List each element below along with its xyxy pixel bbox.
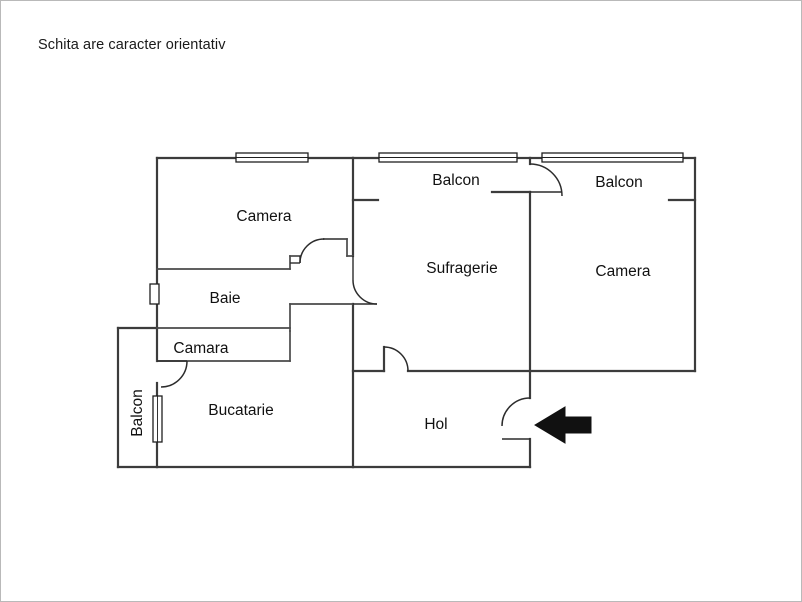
door-camera-left (299, 238, 325, 264)
entrance-arrow (534, 406, 592, 444)
door-entrance (501, 397, 531, 427)
room-label-bucatarie: Bucatarie (208, 402, 273, 419)
window-group (149, 152, 684, 443)
door-group (157, 163, 563, 440)
door-balcon-right (529, 163, 563, 197)
door-baie (352, 279, 378, 305)
wall-group-inner (156, 238, 354, 362)
room-label-camera-right: Camera (595, 263, 651, 280)
window-balcon-right (541, 152, 684, 163)
window-balcon-left-door (152, 395, 163, 443)
room-label-balcon-right: Balcon (595, 174, 642, 191)
room-label-balcon-center: Balcon (432, 172, 479, 189)
room-label-camara: Camara (173, 340, 229, 357)
wall-group-outer (116, 156, 532, 469)
door-balcon-left-swing (160, 360, 188, 388)
wall-group-right (528, 156, 697, 373)
room-label-hol: Hol (424, 416, 447, 433)
door-sufragerie-hol (383, 346, 409, 372)
window-baie (149, 283, 160, 305)
window-balcon-center (378, 152, 518, 163)
room-label-balcon-left: Balcon (129, 389, 146, 436)
window-camera-left (235, 152, 309, 163)
room-label-sufragerie: Sufragerie (426, 260, 498, 277)
room-label-camera-left: Camera (236, 208, 292, 225)
wall-group-center (351, 156, 532, 469)
room-label-baie: Baie (209, 290, 240, 307)
page-caption: Schita are caracter orientativ (38, 37, 226, 53)
